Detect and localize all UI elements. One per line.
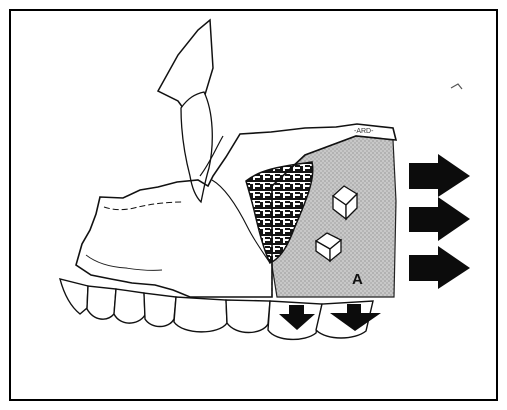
stray-mark bbox=[451, 84, 462, 89]
contour-line bbox=[86, 255, 162, 270]
arrow-right-icon bbox=[409, 246, 470, 289]
contour-line bbox=[104, 202, 184, 210]
handwritten-note: -ARD- bbox=[354, 128, 374, 135]
region-label-a: A bbox=[352, 271, 363, 288]
tooth bbox=[174, 297, 227, 332]
arrow-right-icon bbox=[409, 197, 470, 241]
tooth bbox=[226, 300, 270, 333]
tooth bbox=[60, 279, 88, 314]
tooth bbox=[114, 289, 145, 323]
arrow-right-icon bbox=[409, 154, 470, 197]
tooth bbox=[144, 293, 176, 327]
tooth bbox=[87, 286, 116, 319]
